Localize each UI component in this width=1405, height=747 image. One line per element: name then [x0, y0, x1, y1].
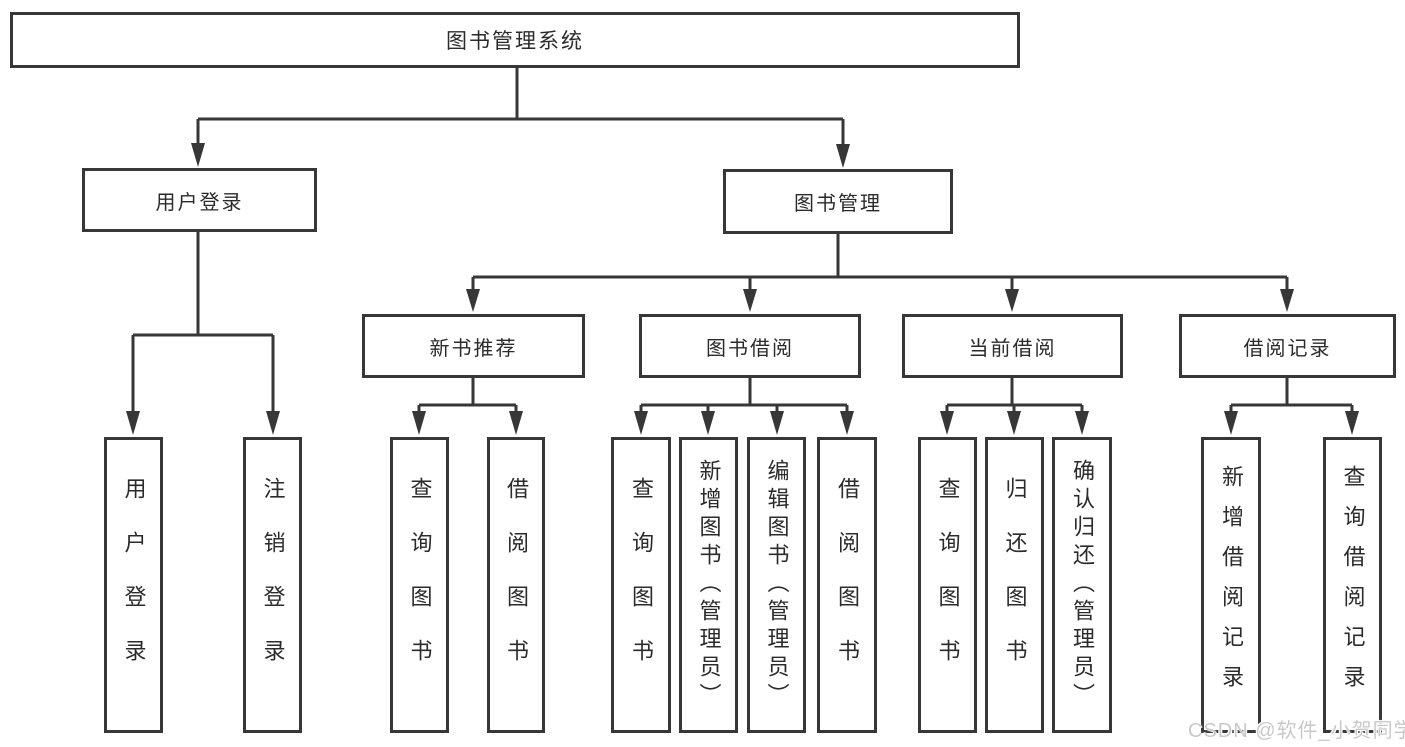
connector-book-borrowing-branch	[639, 378, 849, 414]
node-label: 查询图书	[407, 477, 433, 693]
arrow-head	[126, 411, 140, 435]
arrow-head	[191, 143, 205, 167]
leaf-query-books-3: 查询图书	[918, 437, 977, 733]
arrow-head	[701, 411, 715, 435]
node-borrowing-records: 借阅记录	[1179, 314, 1396, 378]
node-label: 注销登录	[260, 477, 286, 693]
node-label: 查询借阅记录	[1340, 465, 1366, 705]
leaf-add-borrow-record: 新增借阅记录	[1201, 437, 1261, 733]
csdn-watermark: CSDN @软件_小贺同学	[1188, 720, 1405, 742]
arrow-head	[466, 289, 480, 312]
arrow-head	[634, 411, 648, 435]
arrow-head	[1075, 411, 1089, 435]
node-label: 借阅记录	[1243, 337, 1332, 360]
connector-root-branch	[196, 68, 845, 146]
arrow-head	[1005, 289, 1019, 312]
arrow-head	[412, 411, 426, 435]
arrow-head	[770, 411, 784, 435]
node-label: 新增借阅记录	[1219, 465, 1244, 705]
node-label: 借阅图书	[504, 477, 529, 693]
leaf-return-books: 归还图书	[985, 437, 1044, 733]
node-label: 图书管理	[794, 193, 882, 215]
node-label: 查询图书	[935, 477, 961, 693]
leaf-user-login: 用户登录	[104, 437, 163, 733]
node-label: 图书借阅	[706, 337, 794, 360]
leaf-edit-books-admin: 编辑图书（管理员）	[747, 437, 806, 733]
connector-new-books-branch	[417, 378, 518, 414]
connector-book-management-branch	[471, 234, 1289, 291]
node-book-borrowing: 图书借阅	[639, 314, 861, 378]
leaf-borrow-books-2: 借阅图书	[817, 437, 877, 733]
node-label: 当前借阅	[968, 337, 1057, 360]
leaf-query-borrow-record: 查询借阅记录	[1323, 437, 1382, 733]
arrow-head	[743, 289, 757, 312]
leaf-logout: 注销登录	[243, 437, 302, 733]
connector-current-borrowing-branch	[945, 378, 1084, 414]
node-label: 确认归还（管理员）	[1070, 459, 1095, 711]
leaf-query-books-1: 查询图书	[390, 437, 449, 733]
arrow-head	[1224, 411, 1238, 435]
leaf-borrow-books-1: 借阅图书	[487, 437, 545, 733]
node-label: 用户登录	[155, 191, 244, 214]
arrow-head	[1280, 289, 1294, 312]
arrow-head	[266, 411, 280, 435]
connector-borrowing-records-branch	[1229, 378, 1354, 414]
leaf-query-books-2: 查询图书	[611, 437, 671, 733]
node-label: 编辑图书（管理员）	[764, 459, 790, 711]
node-label: 新增图书（管理员）	[696, 459, 722, 711]
connector-user-login-branch	[131, 232, 275, 414]
node-book-management: 图书管理	[723, 169, 953, 234]
node-library-management-system: 图书管理系统	[10, 12, 1020, 68]
node-label: 归还图书	[1002, 477, 1028, 693]
arrow-head	[1007, 411, 1021, 435]
arrow-head	[836, 144, 850, 168]
arrow-head	[840, 411, 854, 435]
arrow-head	[1345, 411, 1359, 435]
node-new-book-recommendation: 新书推荐	[362, 314, 585, 378]
node-label: 查询图书	[629, 477, 654, 693]
arrow-head	[940, 411, 954, 435]
node-label: 图书管理系统	[446, 30, 584, 53]
node-label: 用户登录	[121, 477, 147, 693]
leaf-add-books-admin: 新增图书（管理员）	[679, 437, 738, 733]
arrow-head	[509, 411, 523, 435]
node-user-login: 用户登录	[82, 168, 317, 232]
node-current-borrowing: 当前借阅	[902, 314, 1123, 378]
node-label: 新书推荐	[429, 337, 518, 360]
leaf-confirm-return-admin: 确认归还（管理员）	[1052, 437, 1112, 733]
node-label: 借阅图书	[835, 477, 860, 693]
